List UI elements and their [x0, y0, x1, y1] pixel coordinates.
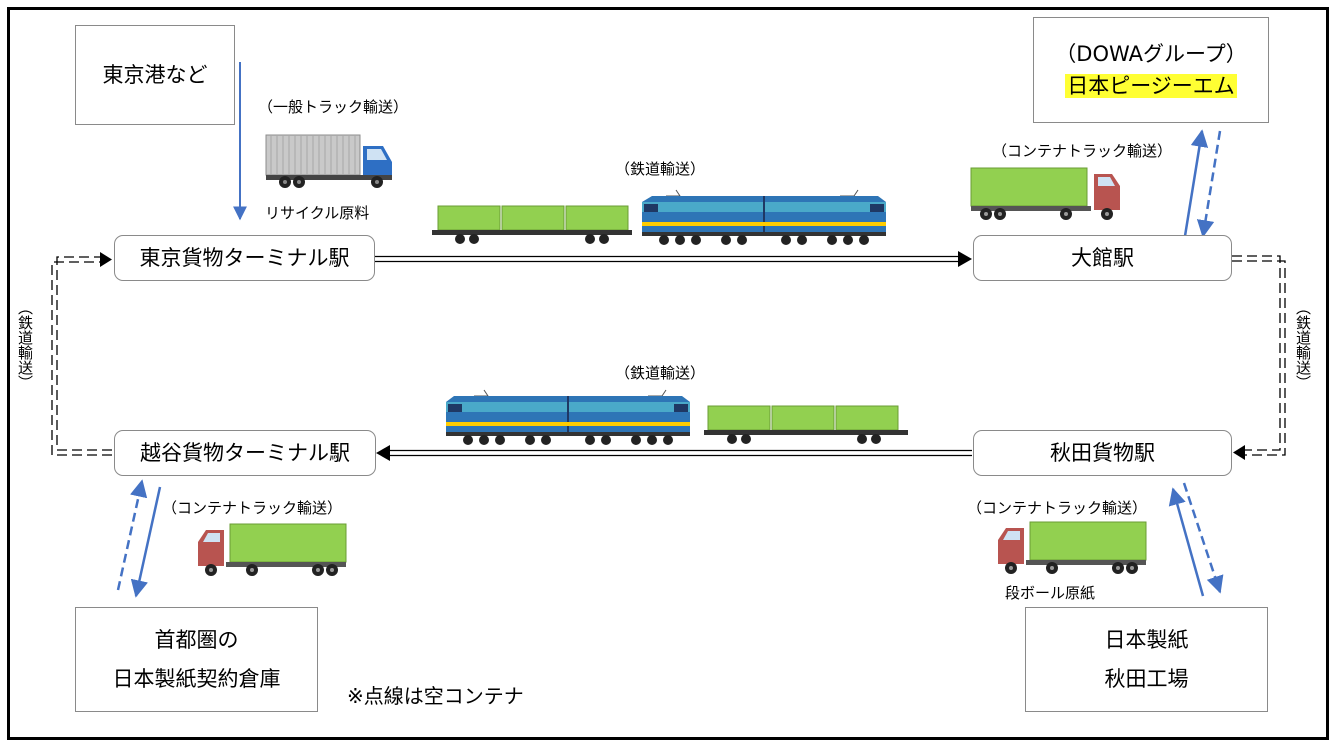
node-warehouse-line1: 首都圏の: [154, 628, 239, 653]
node-akita-freight-station: 秋田貨物駅: [973, 430, 1232, 476]
container-wagon-top: [432, 205, 632, 244]
label-rail-bottom: （鉄道輸送）: [615, 364, 706, 382]
label-rail-right: （鉄道輸送）: [1294, 300, 1312, 390]
arrow-mill-to-akita: [1168, 487, 1205, 597]
node-akita-mill: 日本製紙 秋田工場: [1025, 607, 1268, 712]
arrow-pgm-to-odate-empty: [1196, 130, 1222, 238]
node-akita-mill-line1: 日本製紙: [1104, 628, 1189, 653]
node-tokyo-port-label: 東京港など: [102, 62, 208, 87]
container-truck-odate-icon: [970, 167, 1120, 220]
locomotive-top: [642, 189, 886, 245]
label-general-truck: （一般トラック輸送）: [258, 98, 409, 116]
node-koshigaya-freight-terminal-label: 越谷貨物ターミナル駅: [140, 440, 350, 465]
label-rail-left: （鉄道輸送）: [16, 300, 34, 390]
container-truck-koshigaya-icon: [198, 523, 347, 576]
container-wagon-bottom: [704, 405, 908, 444]
node-nihon-pgm: （DOWAグループ） 日本ピージーエム: [1033, 17, 1269, 123]
node-warehouse-line2: 日本製紙契約倉庫: [112, 666, 281, 691]
node-dowa-group-label: （DOWAグループ）: [1055, 41, 1247, 66]
node-tokyo-freight-terminal: 東京貨物ターミナル駅: [114, 235, 375, 281]
node-odate-station-label: 大館駅: [1071, 245, 1134, 270]
empty-container-rail-right: [1232, 255, 1286, 456]
node-warehouse: 首都圏の 日本製紙契約倉庫: [75, 607, 318, 712]
label-container-truck-akita: （コンテナトラック輸送）: [967, 499, 1148, 517]
label-cardboard-material: 段ボール原紙: [1005, 584, 1096, 602]
locomotive-bottom: [446, 389, 690, 445]
arrow-koshigaya-to-warehouse: [130, 486, 162, 598]
general-truck-icon: [265, 134, 392, 188]
diagram-frame: [7, 7, 1329, 740]
note-dashed-empty-container: ※点線は空コンテナ: [347, 684, 524, 708]
arrow-warehouse-to-koshigaya-empty: [116, 479, 148, 591]
node-nihon-pgm-label: 日本ピージーエム: [1065, 74, 1237, 99]
arrow-akita-to-mill-empty: [1182, 482, 1224, 594]
freight-train-top-icon: [432, 189, 886, 245]
node-odate-station: 大館駅: [973, 235, 1232, 281]
label-recycle-material: リサイクル原料: [265, 204, 370, 222]
rail-arrow-tokyo-to-odate: [375, 251, 972, 267]
node-tokyo-port: 東京港など: [75, 25, 235, 125]
empty-container-rail-left: [51, 256, 112, 456]
arrow-odate-to-pgm: [1183, 129, 1209, 237]
node-akita-mill-line2: 秋田工場: [1104, 666, 1189, 691]
node-koshigaya-freight-terminal: 越谷貨物ターミナル駅: [114, 430, 376, 476]
label-container-truck-koshigaya: （コンテナトラック輸送）: [162, 499, 343, 517]
label-rail-top: （鉄道輸送）: [615, 160, 706, 178]
node-akita-freight-station-label: 秋田貨物駅: [1050, 440, 1155, 465]
freight-train-bottom-icon: [446, 389, 908, 445]
label-container-truck-odate: （コンテナトラック輸送）: [992, 142, 1173, 160]
container-truck-akita-icon: [998, 521, 1147, 574]
rail-arrow-akita-to-koshigaya: [376, 445, 972, 461]
node-tokyo-freight-terminal-label: 東京貨物ターミナル駅: [139, 245, 350, 270]
